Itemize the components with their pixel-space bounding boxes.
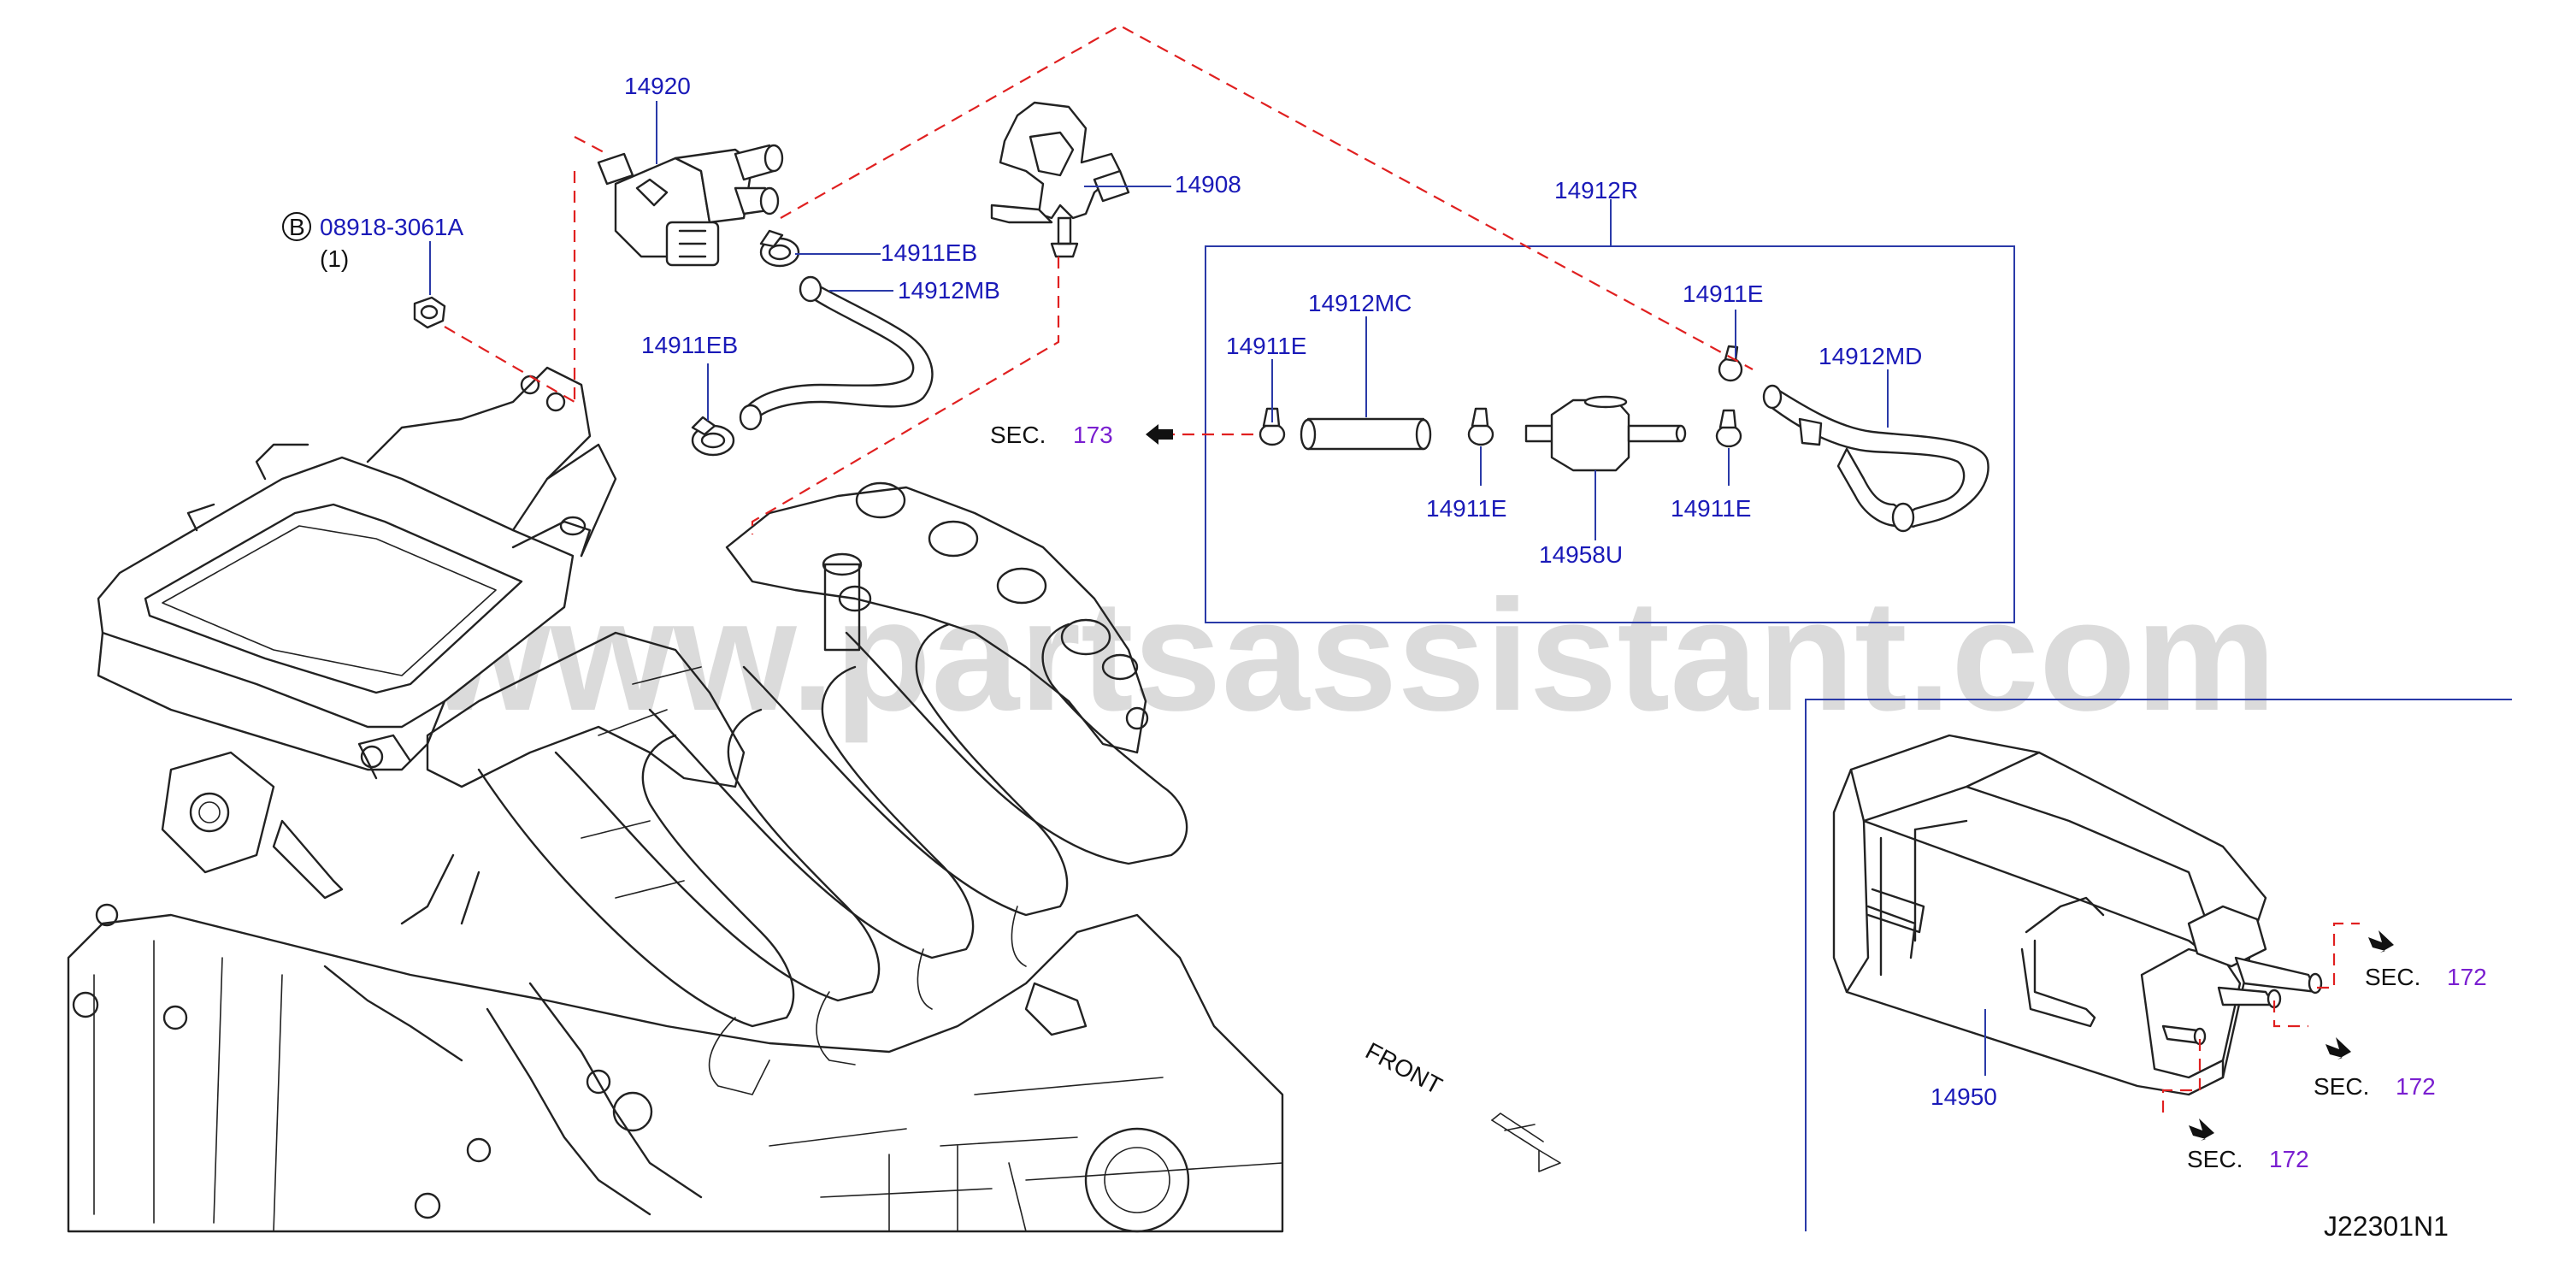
routing-lines: [444, 24, 2360, 1116]
label-14911E-left[interactable]: 14911E: [1226, 333, 1306, 359]
purge-solenoid-14920-illustration: [597, 144, 784, 267]
label-14911E-middle[interactable]: 14911E: [1426, 495, 1506, 522]
evap-canister-14950-illustration: [1832, 734, 2323, 1096]
clamp-14911EB-lower-illustration: [691, 416, 735, 457]
section-ref-172-middle[interactable]: SEC. 172: [2314, 1073, 2436, 1100]
part-labels: 14920 14908 14911EB 14912MB 14911EB 1491…: [624, 73, 1997, 1110]
leader-lines: [429, 101, 1986, 1076]
bolt-badge-circle: [282, 212, 311, 241]
diagram-code: J22301N1: [2324, 1211, 2449, 1242]
clamp-14911E-d-illustration: [1715, 409, 1742, 448]
label-14912MB[interactable]: 14912MB: [898, 277, 1000, 304]
bolt-part-number: 08918-3061A: [320, 214, 463, 240]
front-indicator: FRONT: [1361, 1037, 1561, 1172]
label-14911EB-lower[interactable]: 14911EB: [641, 332, 738, 358]
clamp-14911E-b-illustration: [1467, 407, 1494, 446]
label-14912R[interactable]: 14912R: [1554, 177, 1638, 204]
label-14958U[interactable]: 14958U: [1539, 541, 1623, 568]
intake-manifold-illustration: [67, 366, 1284, 1233]
label-14912MD[interactable]: 14912MD: [1819, 343, 1922, 369]
label-14911EB-upper[interactable]: 14911EB: [881, 239, 977, 266]
hose-14912MD-illustration: [1762, 384, 1989, 533]
bolt-quantity: (1): [320, 245, 349, 272]
section-number[interactable]: 172: [2447, 964, 2487, 990]
section-prefix: SEC.: [990, 422, 1046, 448]
label-14920[interactable]: 14920: [624, 73, 691, 99]
label-14950[interactable]: 14950: [1931, 1083, 1997, 1110]
bolt-badge: B: [289, 214, 305, 240]
label-14911E-upper-right[interactable]: 14911E: [1683, 280, 1763, 307]
label-14908[interactable]: 14908: [1175, 171, 1241, 198]
section-number[interactable]: 173: [1073, 422, 1113, 448]
section-ref-172-bottom[interactable]: SEC. 172: [2187, 1146, 2309, 1172]
label-14911E-right[interactable]: 14911E: [1671, 495, 1751, 522]
section-prefix: SEC.: [2314, 1073, 2369, 1100]
clamp-14911E-c-illustration: [1718, 345, 1743, 382]
section-ref-173[interactable]: SEC. 173: [990, 422, 1113, 448]
canister-frame: [1805, 699, 2512, 1231]
label-14912MC[interactable]: 14912MC: [1308, 290, 1412, 316]
section-number[interactable]: 172: [2396, 1073, 2436, 1100]
clip-14908-illustration: [990, 101, 1130, 258]
section-number[interactable]: 172: [2269, 1146, 2309, 1172]
section-prefix: SEC.: [2365, 964, 2420, 990]
fuel-vapor-filter-14958U-illustration: [1524, 395, 1687, 472]
section-prefix: SEC.: [2187, 1146, 2243, 1172]
flange-nut-illustration: [413, 296, 446, 329]
hose-14912MC-illustration: [1300, 417, 1432, 451]
section-ref-172-top[interactable]: SEC. 172: [2365, 964, 2487, 990]
front-label: FRONT: [1361, 1037, 1447, 1100]
section-arrows: [1146, 424, 2394, 1141]
clamp-14911EB-upper-illustration: [759, 229, 800, 268]
hose-14912MB-illustration: [739, 275, 934, 431]
watermark: www.partsassistant.com: [427, 568, 2276, 744]
bolt-callout: B 08918-3061A (1): [282, 212, 463, 272]
